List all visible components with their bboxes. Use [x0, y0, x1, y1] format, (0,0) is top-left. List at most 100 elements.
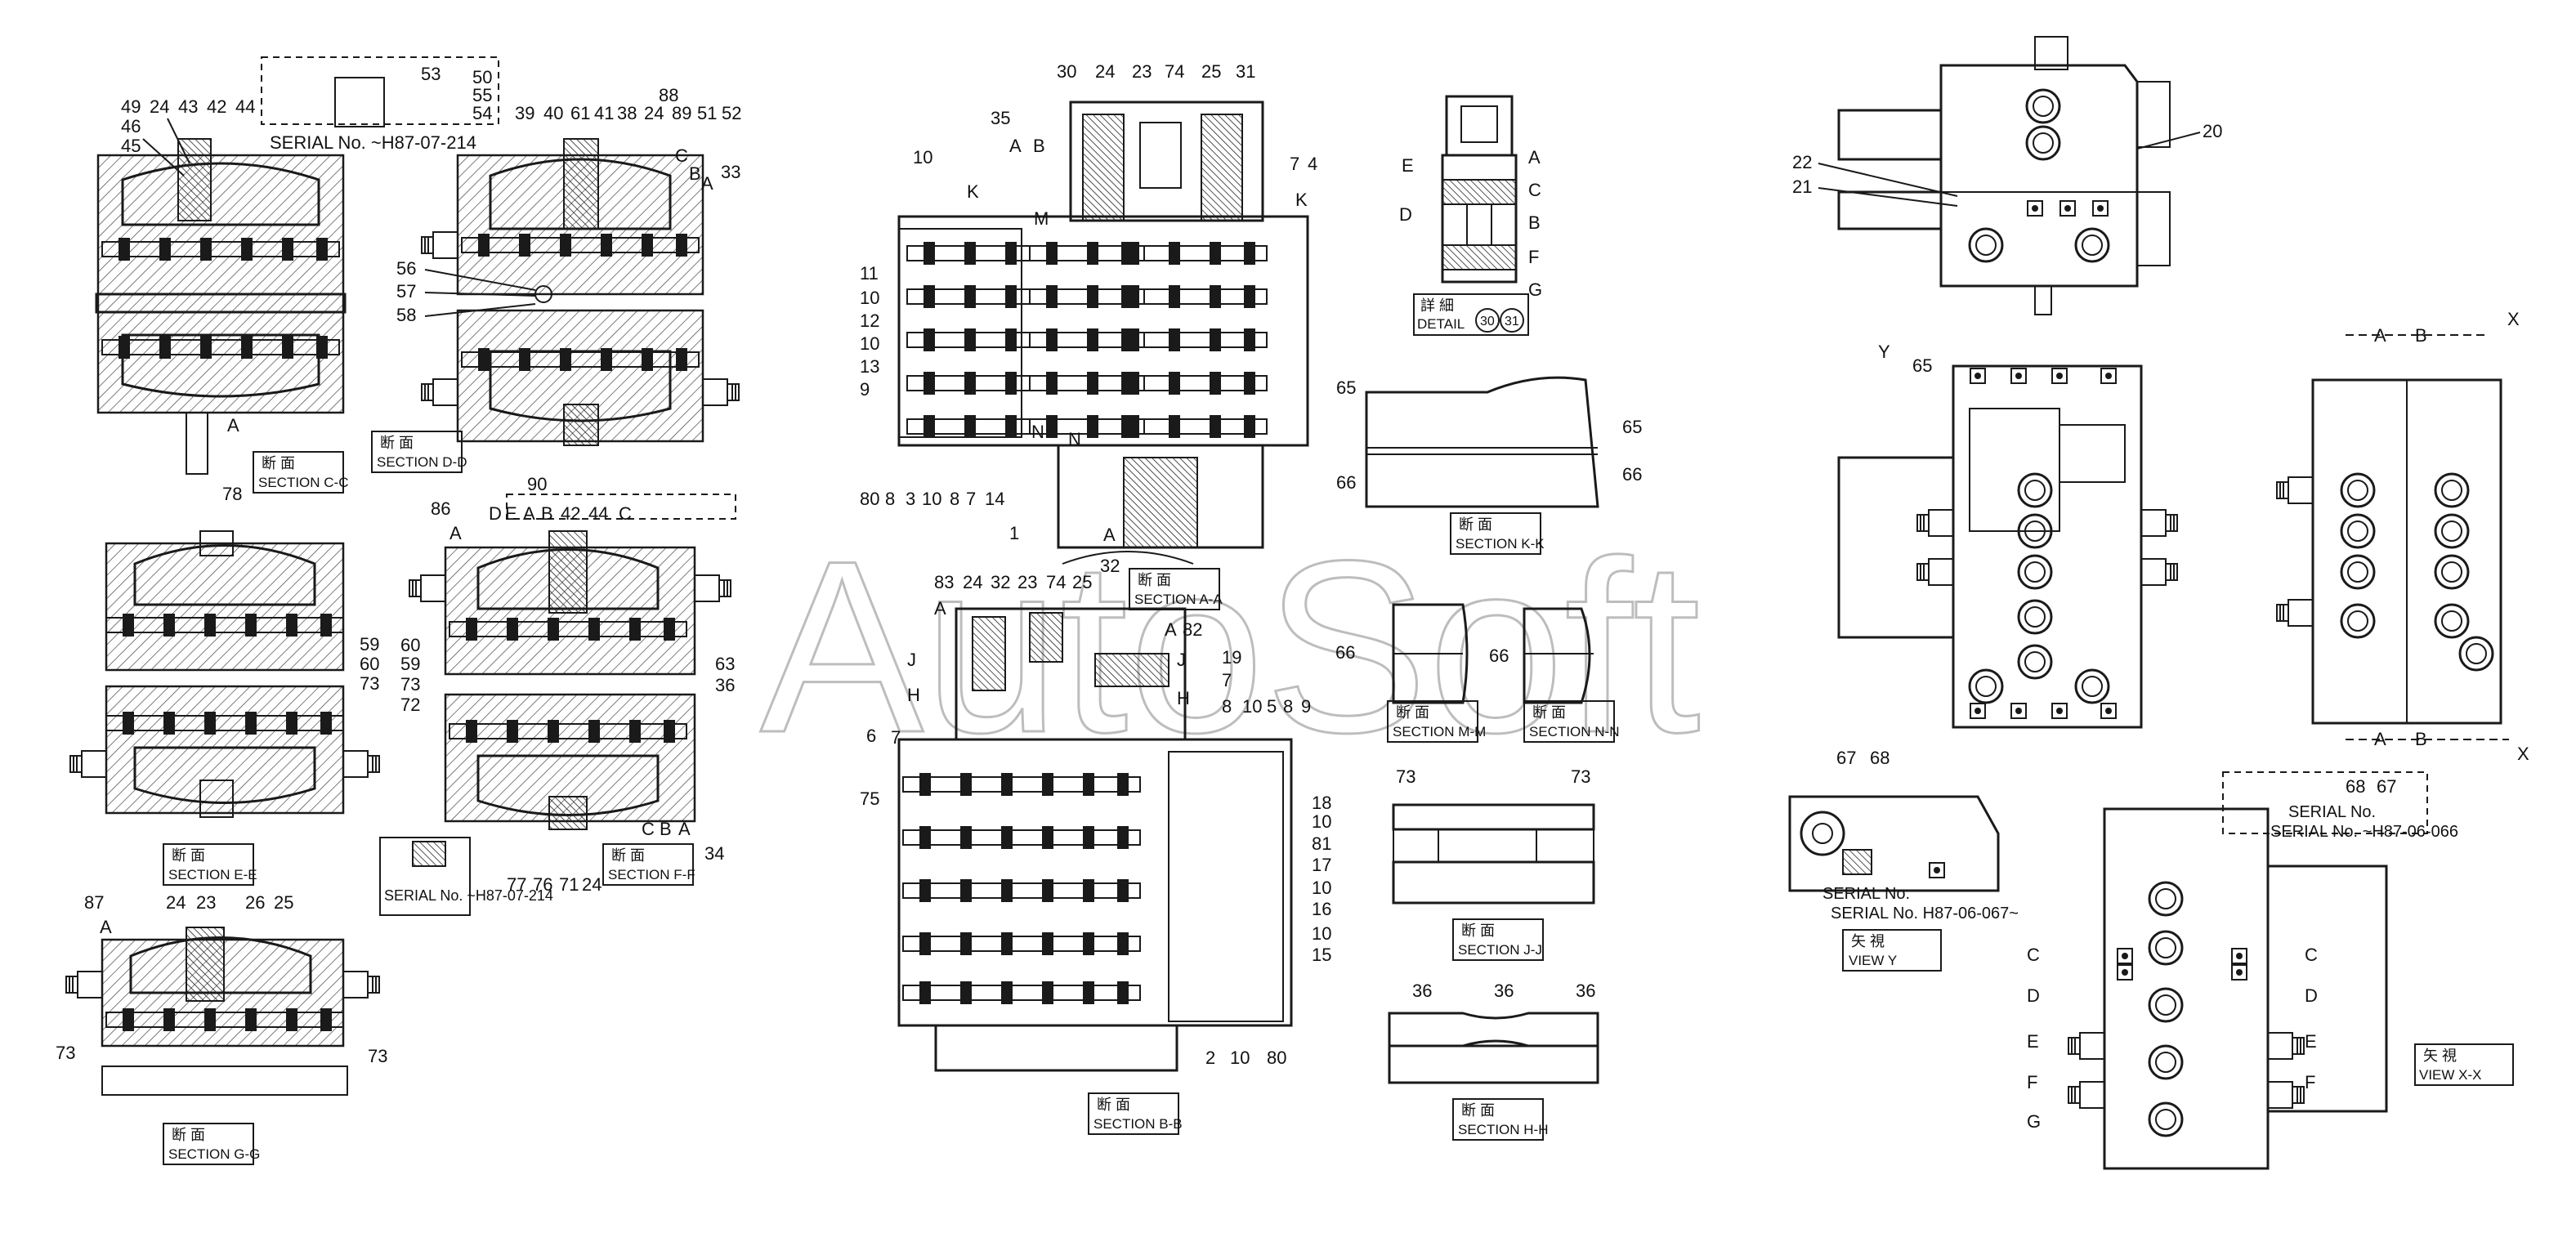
svg-text:10: 10 — [1230, 1048, 1250, 1068]
section-j-j-tag: 断 面 SECTION J-J — [1452, 918, 1544, 961]
section-f-f-tag: 断 面 SECTION F-F — [602, 843, 695, 886]
svg-text:SECTION E-E: SECTION E-E — [168, 867, 257, 882]
svg-text:18: 18 — [1312, 793, 1331, 813]
section-b-b-tag: 断 面 SECTION B-B — [1088, 1092, 1183, 1135]
svg-text:E: E — [2027, 1031, 2039, 1052]
svg-text:8: 8 — [950, 489, 959, 509]
svg-text:82: 82 — [1183, 619, 1202, 640]
svg-text:87: 87 — [84, 892, 104, 913]
section-k-k-drawing — [1365, 376, 1599, 508]
svg-text:K: K — [1295, 190, 1308, 210]
svg-text:15: 15 — [1312, 945, 1331, 965]
svg-text:60: 60 — [400, 635, 420, 655]
svg-text:30: 30 — [1057, 61, 1076, 82]
svg-text:7: 7 — [891, 727, 901, 748]
svg-text:44: 44 — [235, 96, 255, 117]
section-h-h-labels: 36 36 36 — [1412, 981, 1595, 1001]
svg-text:VIEW X-X: VIEW X-X — [2419, 1067, 2482, 1083]
svg-text:23: 23 — [1017, 572, 1037, 592]
section-b-b-labels: 83 24 32 23 74 25 A A 82 J J 19 H H 7 8 … — [860, 572, 1331, 1068]
svg-text:73: 73 — [56, 1043, 75, 1063]
section-c-c-drawing — [95, 138, 347, 475]
svg-text:65: 65 — [1622, 417, 1642, 437]
top-assembly-labels: 22 21 20 — [1792, 121, 2222, 207]
svg-text:78: 78 — [222, 484, 242, 504]
svg-text:73: 73 — [360, 673, 379, 694]
svg-text:7: 7 — [966, 489, 976, 509]
svg-text:46: 46 — [121, 116, 141, 136]
svg-text:68: 68 — [2346, 776, 2365, 797]
svg-text:59: 59 — [400, 654, 420, 674]
section-a-a-labels: 30 24 23 74 25 31 35 A B 10 7 4 K M K 11… — [860, 61, 1317, 576]
serial-top-left: SERIAL No. ~H87-07-214 — [270, 132, 476, 153]
svg-text:42: 42 — [561, 503, 580, 524]
svg-text:49: 49 — [121, 96, 141, 117]
svg-text:7: 7 — [1290, 154, 1299, 174]
svg-text:51: 51 — [697, 103, 717, 123]
svg-text:63: 63 — [715, 654, 735, 674]
svg-text:24: 24 — [1095, 61, 1115, 82]
svg-text:SECTION M-M: SECTION M-M — [1393, 724, 1486, 739]
detail-30-31-drawing — [1441, 95, 1518, 284]
svg-text:32: 32 — [1100, 556, 1120, 576]
svg-text:24: 24 — [963, 572, 982, 592]
svg-text:8: 8 — [1222, 696, 1232, 717]
svg-text:13: 13 — [860, 356, 879, 377]
section-n-n-tag: 断 面 SECTION N-N — [1523, 700, 1620, 743]
svg-text:73: 73 — [1396, 766, 1415, 787]
svg-text:73: 73 — [1571, 766, 1590, 787]
svg-text:60: 60 — [360, 654, 379, 674]
svg-text:39: 39 — [515, 103, 534, 123]
svg-text:断 面: 断 面 — [1461, 923, 1495, 939]
svg-text:36: 36 — [1494, 981, 1514, 1001]
section-n-n-drawing — [1523, 607, 1594, 704]
svg-text:24: 24 — [582, 874, 602, 895]
svg-text:D: D — [1399, 204, 1412, 225]
svg-text:A: A — [1103, 525, 1116, 545]
svg-text:F: F — [2027, 1072, 2037, 1092]
svg-text:34: 34 — [704, 843, 724, 864]
svg-text:14: 14 — [985, 489, 1004, 509]
section-c-c-labels: 49 24 43 42 44 46 45 A 78 — [121, 96, 255, 504]
svg-text:7: 7 — [1222, 670, 1232, 690]
svg-text:X: X — [2517, 744, 2529, 764]
svg-text:43: 43 — [178, 96, 198, 117]
svg-text:54: 54 — [472, 103, 492, 123]
svg-text:断 面: 断 面 — [1138, 572, 1171, 588]
svg-text:C: C — [642, 819, 655, 839]
svg-text:H: H — [1177, 688, 1190, 708]
svg-text:C: C — [2027, 945, 2040, 965]
svg-text:A: A — [2374, 729, 2386, 749]
section-d-d-drawing — [261, 56, 740, 446]
section-g-g-drawing — [65, 927, 380, 1096]
svg-text:K: K — [967, 181, 979, 202]
svg-text:25: 25 — [1201, 61, 1221, 82]
svg-text:C: C — [1528, 180, 1541, 200]
svg-text:A: A — [701, 173, 713, 194]
svg-text:26: 26 — [245, 892, 265, 913]
svg-text:F: F — [1528, 247, 1539, 267]
svg-text:56: 56 — [396, 258, 416, 279]
svg-text:C: C — [619, 503, 632, 524]
svg-text:81: 81 — [1312, 833, 1331, 854]
svg-text:VIEW Y: VIEW Y — [1849, 953, 1897, 968]
svg-text:77: 77 — [507, 874, 526, 895]
section-m-m-tag: 断 面 SECTION M-M — [1387, 700, 1486, 743]
section-e-e-drawing — [69, 530, 380, 818]
svg-text:59: 59 — [360, 634, 379, 654]
svg-text:矢 視: 矢 視 — [1851, 933, 1885, 949]
svg-text:3: 3 — [906, 489, 915, 509]
svg-text:断 面: 断 面 — [262, 455, 295, 471]
svg-text:31: 31 — [1505, 315, 1519, 328]
svg-text:断 面: 断 面 — [1459, 516, 1492, 533]
section-j-j-labels: 73 73 — [1396, 766, 1590, 787]
svg-text:32: 32 — [991, 572, 1010, 592]
view-x-x-tag: 矢 視 VIEW X-X — [2414, 1043, 2514, 1086]
side-view-drawing — [2276, 378, 2502, 725]
section-a-a-drawing — [897, 101, 1309, 565]
svg-text:73: 73 — [400, 674, 420, 695]
svg-text:73: 73 — [368, 1046, 387, 1066]
svg-text:A: A — [227, 415, 239, 436]
svg-text:E: E — [1402, 155, 1414, 176]
